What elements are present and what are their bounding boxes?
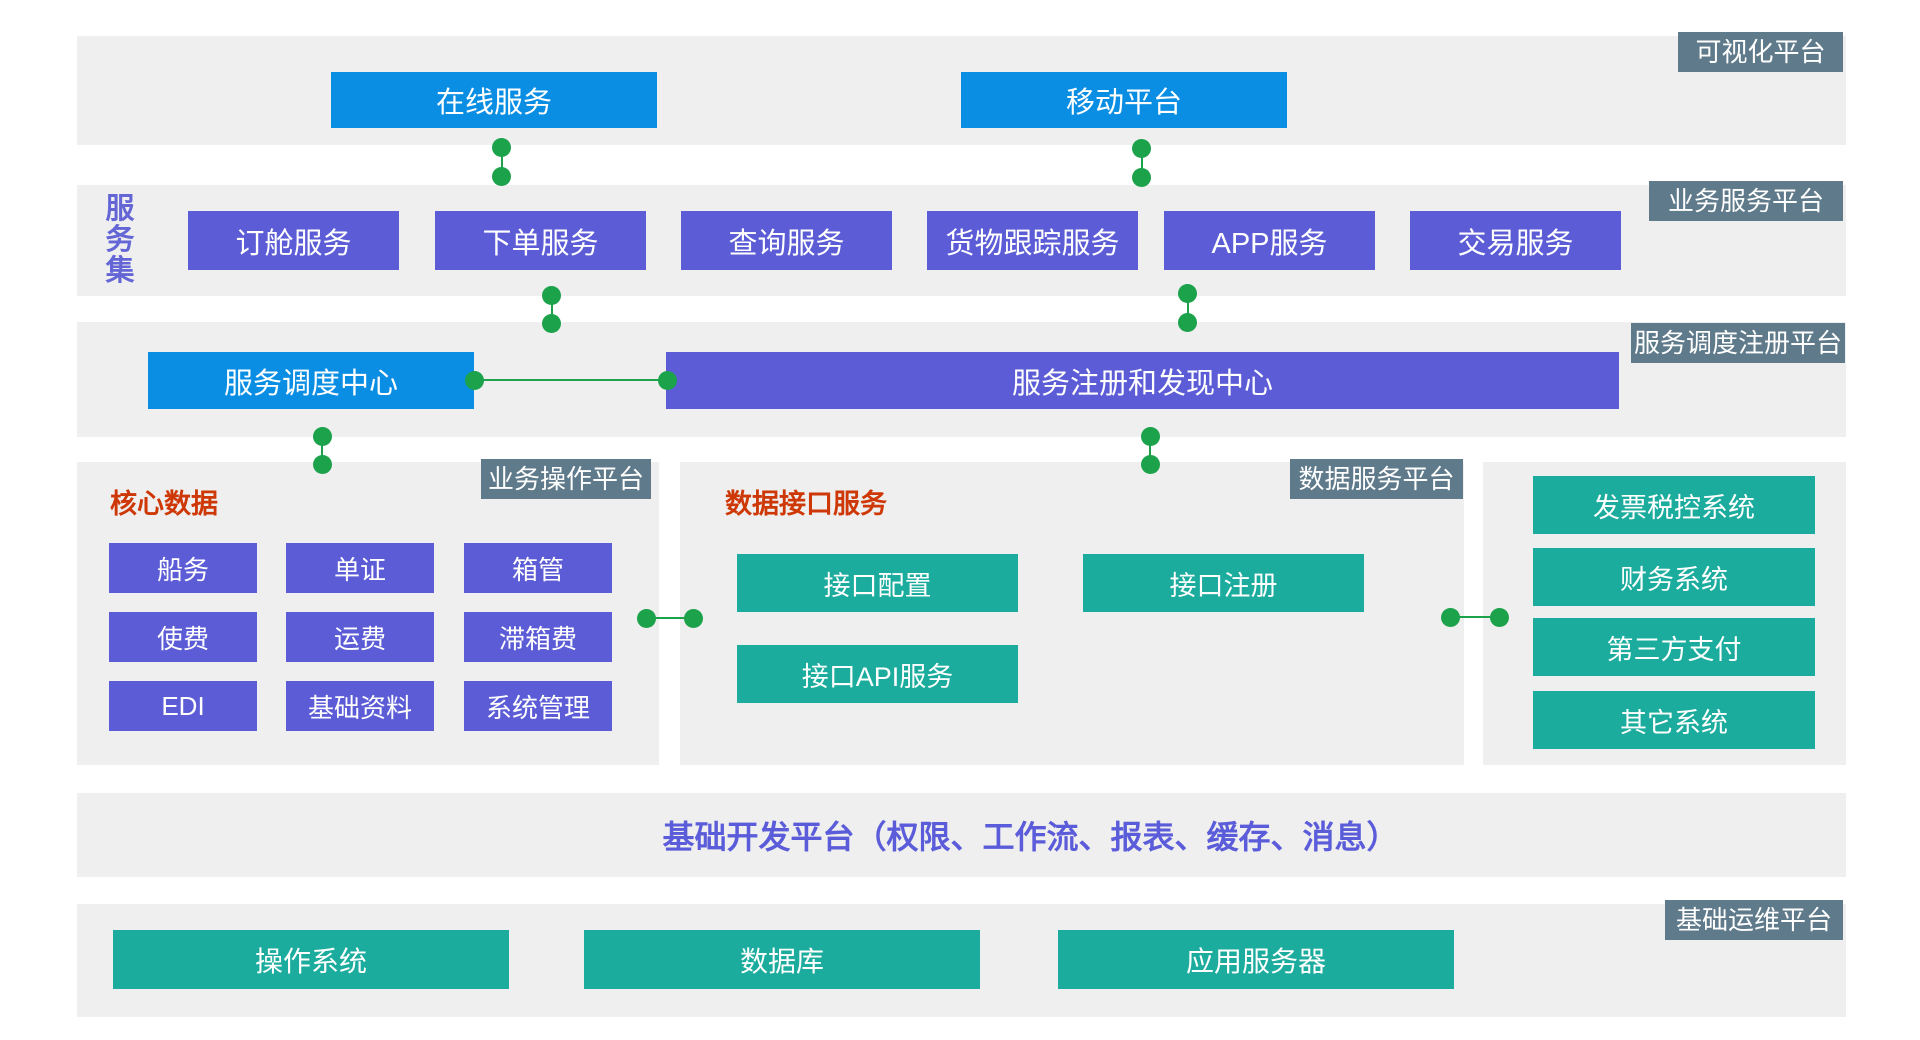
- connector-line: [474, 379, 667, 381]
- box-documents: 单证: [286, 543, 434, 593]
- connector-line: [1187, 293, 1189, 322]
- box-trading-service: 交易服务: [1410, 211, 1621, 270]
- connector-dot: [542, 314, 561, 333]
- box-database: 数据库: [584, 930, 980, 989]
- connector-dot: [1141, 427, 1160, 446]
- connector-line: [551, 295, 553, 323]
- platform-tag-data-service: 数据服务平台: [1290, 459, 1463, 499]
- connector-dot: [684, 609, 703, 628]
- box-basic-data: 基础资料: [286, 681, 434, 731]
- connector-dot: [492, 167, 511, 186]
- connector-dot: [465, 371, 484, 390]
- box-demurrage: 滞箱费: [464, 612, 612, 662]
- box-interface-config: 接口配置: [737, 554, 1018, 612]
- box-mobile-platform: 移动平台: [961, 72, 1287, 128]
- box-container-mgmt: 箱管: [464, 543, 612, 593]
- box-operating-system: 操作系统: [113, 930, 509, 989]
- box-invoice-tax-system: 发票税控系统: [1533, 476, 1815, 534]
- connector-dot: [637, 609, 656, 628]
- connector-dot: [1141, 455, 1160, 474]
- box-app-service: APP服务: [1164, 211, 1375, 270]
- connector-dot: [492, 138, 511, 157]
- connector-line: [501, 147, 503, 176]
- dev-platform-text: 基础开发平台（权限、工作流、报表、缓存、消息）: [662, 819, 1399, 855]
- box-shipping: 船务: [109, 543, 257, 593]
- box-third-party-payment: 第三方支付: [1533, 618, 1815, 676]
- connector-dot: [313, 427, 332, 446]
- box-system-mgmt: 系统管理: [464, 681, 612, 731]
- box-edi: EDI: [109, 681, 257, 731]
- box-service-dispatch-center: 服务调度中心: [148, 352, 474, 409]
- box-service-registry-discovery-center: 服务注册和发现中心: [666, 352, 1619, 409]
- connector-dot: [313, 455, 332, 474]
- connector-dot: [1441, 608, 1460, 627]
- panel-data-service: [680, 462, 1464, 765]
- box-online-service: 在线服务: [331, 72, 657, 128]
- box-cargo-tracking-service: 货物跟踪服务: [927, 211, 1138, 270]
- box-finance-system: 财务系统: [1533, 548, 1815, 606]
- box-order-service: 下单服务: [435, 211, 646, 270]
- connector-dot: [1178, 313, 1197, 332]
- connector-dot: [1490, 608, 1509, 627]
- connector-line: [646, 617, 693, 619]
- connector-dot: [1132, 139, 1151, 158]
- platform-tag-dispatch-registry: 服务调度注册平台: [1631, 323, 1845, 363]
- box-query-service: 查询服务: [681, 211, 892, 270]
- connector-line: [1149, 436, 1151, 464]
- box-other-systems: 其它系统: [1533, 691, 1815, 749]
- band-dev-platform: [77, 793, 1846, 877]
- box-booking-service: 订舱服务: [188, 211, 399, 270]
- box-app-server: 应用服务器: [1058, 930, 1454, 989]
- platform-tag-business-operation: 业务操作平台: [481, 459, 651, 499]
- data-interface-heading: 数据接口服务: [725, 489, 887, 519]
- service-set-label: 服务集: [105, 193, 135, 287]
- connector-line: [1141, 148, 1143, 177]
- connector-dot: [658, 371, 677, 390]
- platform-tag-infra-ops: 基础运维平台: [1665, 900, 1843, 940]
- box-freight: 运费: [286, 612, 434, 662]
- platform-tag-business-service: 业务服务平台: [1649, 181, 1843, 221]
- box-interface-api-service: 接口API服务: [737, 645, 1018, 703]
- box-port-charges: 使费: [109, 612, 257, 662]
- connector-dot: [1178, 284, 1197, 303]
- connector-line: [321, 436, 323, 464]
- connector-dot: [1132, 168, 1151, 187]
- connector-line: [1450, 616, 1499, 618]
- connector-dot: [542, 286, 561, 305]
- platform-tag-visualization: 可视化平台: [1678, 32, 1843, 72]
- core-data-heading: 核心数据: [110, 489, 218, 519]
- box-interface-registry: 接口注册: [1083, 554, 1364, 612]
